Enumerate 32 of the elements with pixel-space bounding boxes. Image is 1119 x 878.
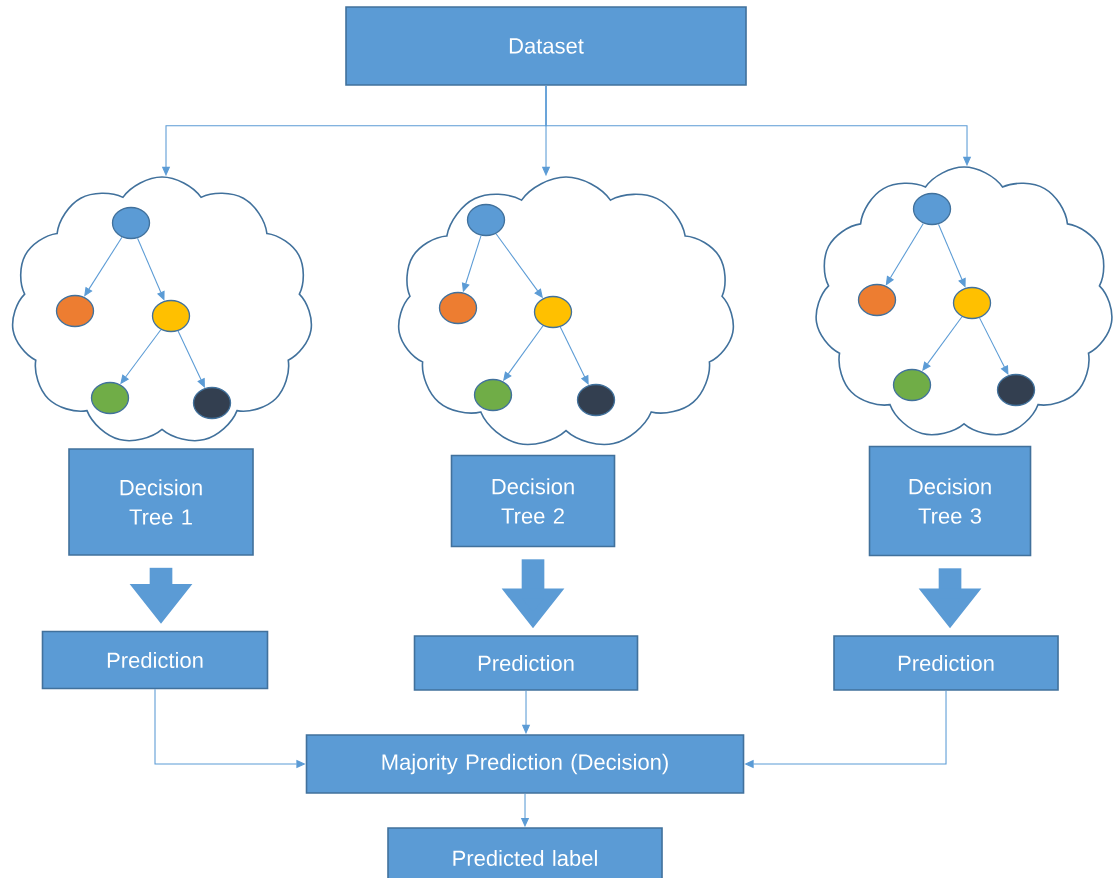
arrow — [137, 237, 165, 301]
process-box: Prediction — [41, 630, 269, 690]
tree-node-circle — [55, 294, 95, 328]
arrow — [559, 326, 589, 385]
tree-node-circle — [473, 378, 513, 412]
tree-node-circle — [533, 295, 573, 329]
process-box: Decision Tree 3 — [868, 445, 1032, 557]
cloud-shape — [815, 166, 1113, 436]
tree-node-circle — [111, 206, 151, 240]
tree-node-circle — [438, 291, 478, 325]
tree-node-circle — [151, 299, 191, 333]
tree-node-circle — [952, 286, 992, 320]
cloud-shape — [11, 176, 313, 442]
cloud-shape — [397, 176, 735, 446]
tree-node-circle — [90, 381, 130, 415]
tree-node-circle — [996, 373, 1036, 407]
arrow — [84, 236, 123, 297]
process-box: Majority Prediction (Decision) — [305, 734, 745, 794]
process-box: Dataset — [345, 6, 747, 86]
tree-node-circle — [576, 383, 616, 417]
arrow — [177, 330, 205, 388]
process-box: Decision Tree 1 — [68, 448, 254, 556]
process-box: Predicted label — [387, 827, 663, 878]
process-box: Decision Tree 2 — [450, 454, 616, 548]
process-box: Prediction — [833, 635, 1059, 691]
tree-node-circle — [857, 283, 897, 317]
process-box: Prediction — [413, 635, 639, 691]
tree-node-circle — [466, 203, 506, 237]
tree-node-circle — [912, 192, 952, 226]
arrow — [937, 223, 966, 288]
tree-node-circle — [892, 368, 932, 402]
tree-node-circle — [192, 386, 232, 420]
